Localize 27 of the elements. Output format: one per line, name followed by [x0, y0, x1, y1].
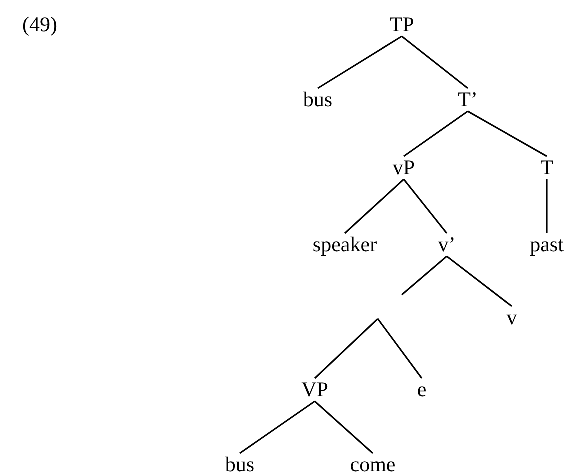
tree-node-label: speaker: [312, 234, 378, 256]
tree-node-label: TP: [390, 14, 414, 36]
tree-branch: [318, 36, 402, 90]
tree-node-label: v’: [438, 234, 456, 256]
tree-branch: [344, 178, 405, 234]
tree-branch: [546, 180, 548, 234]
tree-node-label: past: [530, 234, 564, 256]
tree-branch: [377, 318, 423, 379]
tree-branch: [468, 110, 548, 158]
tree-branch: [240, 400, 316, 454]
tree-node-label: e: [417, 380, 427, 400]
tree-branch: [314, 318, 379, 380]
tree-branch: [404, 110, 468, 158]
tree-node-label: T’: [458, 90, 478, 110]
tree-node-label: bus: [303, 90, 333, 110]
tree-branch: [446, 256, 512, 308]
tree-branch: [314, 400, 374, 454]
tree-node-label: come: [350, 454, 396, 476]
tree-branch: [403, 179, 448, 234]
example-number: (49): [22, 14, 58, 36]
tree-node-label: vP: [392, 158, 416, 178]
tree-branch: [401, 256, 448, 296]
tree-node-label: T: [540, 158, 554, 178]
tree-node-label: v: [506, 308, 518, 328]
tree-branch: [402, 36, 468, 90]
tree-node-label: bus: [225, 454, 255, 476]
tree-node-label: VP: [302, 380, 328, 400]
